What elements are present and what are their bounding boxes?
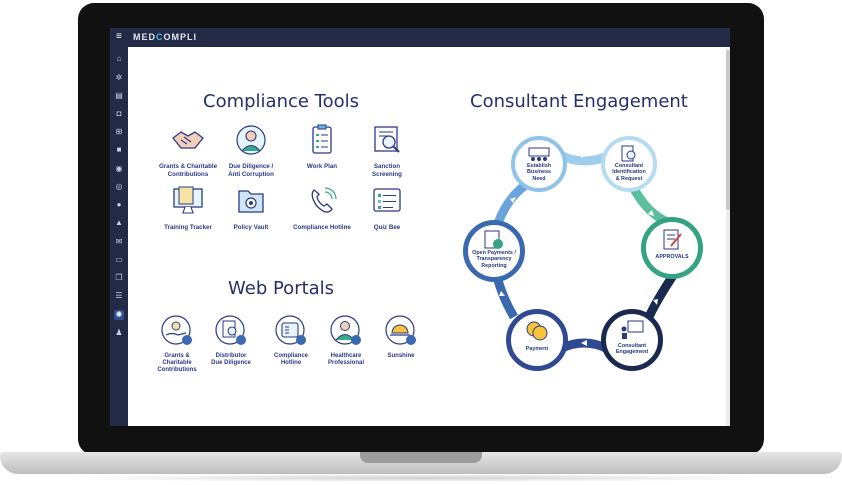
list-icon[interactable]: ☰ [115,291,123,300]
tool-training-tracker[interactable]: Training Tracker [151,185,225,232]
briefcase-icon[interactable]: ■ [116,145,122,154]
cycle-node-approvals[interactable]: APPROVALS [641,217,703,279]
target-icon[interactable]: ◎ [115,182,123,191]
id-card-icon[interactable]: ▭ [115,255,123,264]
node-label: Payment [525,346,549,352]
signature-icon [663,229,682,250]
graduation-icon[interactable]: ▲ [115,218,123,227]
cycle-arrows [499,152,658,346]
camera-icon[interactable]: ◘ [116,109,122,118]
tool-label: Quiz Bee [373,224,401,231]
laptop-base [0,452,842,474]
tool-label: Policy Vault [233,224,269,231]
tool-work-plan[interactable]: Work Plan [285,124,359,171]
sidebar: ⌂ ✲ ▤ ◘ ⊞ ■ ◉ ◎ ● ▲ ✉ ▭ ❐ ☰ ✺ ♟ [110,47,128,426]
document-icon[interactable]: ▤ [115,91,123,100]
handshake-icon [172,131,204,149]
quiz-icon [373,188,401,212]
monitor-icon [173,186,203,214]
doctor-icon [330,315,361,345]
consultant-engagement-title: Consultant Engagement [470,91,688,112]
settings-icon[interactable]: ✲ [115,73,123,82]
app-screen: ≡ MEDCOMPLI ⌂ ✲ ▤ ◘ ⊞ ■ ◉ ◎ ● ▲ ✉ ▭ ❐ ☰ … [110,28,730,426]
home-icon[interactable]: ⌂ [116,54,122,63]
report-icon [484,230,503,249]
folder-gear-icon [238,190,264,213]
tool-label: Compliance Hotline [293,224,351,231]
cycle-node-payment[interactable]: Payment [506,309,568,371]
node-label: APPROVALS [655,254,689,260]
document-search-icon [215,315,246,345]
tool-label: Work Plan [306,163,338,170]
checklist-icon [312,124,332,154]
portal-sunshine[interactable]: Sunshine [371,315,431,360]
web-portals-title: Web Portals [228,278,335,299]
add-box-icon[interactable]: ⊞ [115,127,123,136]
tool-compliance-hotline[interactable]: Compliance Hotline [285,185,359,232]
send-icon[interactable]: ● [116,200,122,209]
document-magnifier-icon [621,145,636,162]
sunrise-icon [385,315,416,345]
meeting-icon [528,147,550,161]
tool-policy-vault[interactable]: Policy Vault [214,185,288,232]
coins-icon [526,321,548,341]
tool-label: Training Tracker [164,224,212,231]
person-icon [236,125,266,155]
lightbulb-icon[interactable]: ✺ [114,310,124,320]
tool-due-diligence[interactable]: Due Diligence /Anti Corruption [214,124,288,178]
laptop-notch [360,452,482,463]
menu-icon[interactable]: ≡ [116,31,122,42]
portal-label: Sunshine [387,353,415,359]
tool-label: Due Diligence /Anti Corruption [228,163,274,178]
app-logo[interactable]: MEDCOMPLI [133,32,197,42]
mail-icon[interactable]: ✉ [115,237,123,246]
scrollbar-thumb[interactable] [726,50,730,210]
compliance-tools-title: Compliance Tools [203,91,360,112]
laptop-shadow [60,474,782,482]
vertical-scrollbar[interactable] [726,47,730,426]
money-hand-icon [161,315,192,345]
eye-icon[interactable]: ◉ [115,164,123,173]
top-bar: ≡ MEDCOMPLI [110,28,730,47]
user-icon[interactable]: ♟ [115,328,123,337]
desk-phone-icon [275,315,306,345]
tool-quiz-bee[interactable]: Quiz Bee [350,185,424,232]
magnifier-icon [374,126,400,153]
copy-icon[interactable]: ❐ [115,273,123,282]
presenter-icon [621,320,644,339]
phone-icon [311,187,337,213]
